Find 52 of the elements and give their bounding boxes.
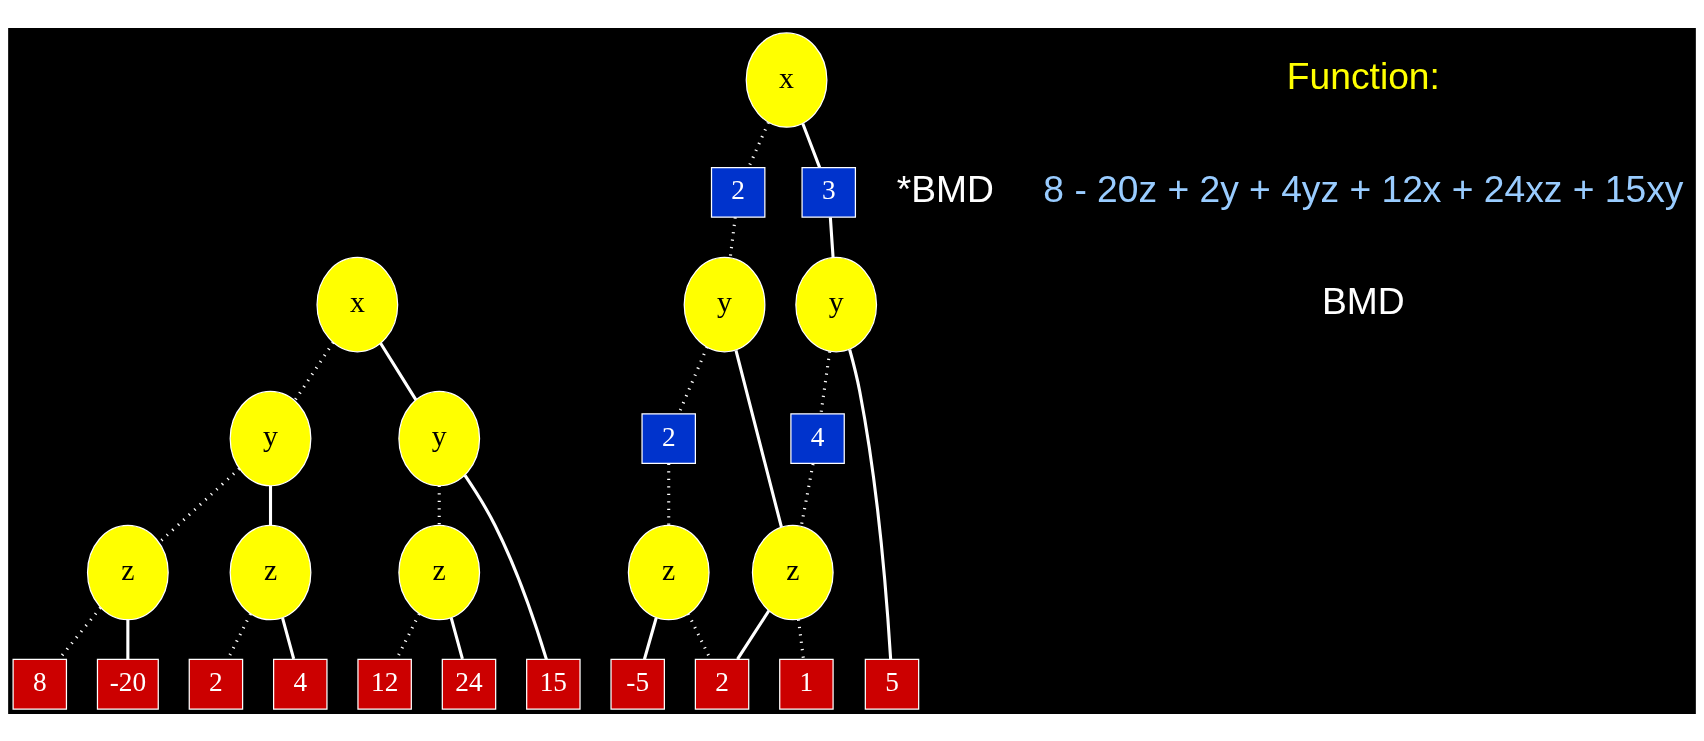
connector [819, 350, 832, 414]
connector [126, 619, 130, 659]
connector [728, 216, 737, 258]
node-ellipse: z [751, 524, 834, 620]
node-box: 8 [12, 658, 68, 710]
connector [642, 616, 658, 660]
connector [268, 485, 273, 525]
node-box: 4 [273, 658, 328, 710]
connector [677, 346, 709, 414]
label: Function: [1286, 54, 1440, 97]
label: BMD [1322, 279, 1405, 322]
node-box: 5 [864, 658, 920, 710]
connector [158, 467, 241, 544]
node-box: -20 [96, 658, 159, 710]
node-box: 15 [526, 658, 581, 710]
connector [848, 348, 893, 659]
connector [463, 474, 548, 660]
node-box: 2 [188, 658, 244, 710]
connector [801, 122, 822, 168]
node-ellipse: z [86, 524, 169, 620]
connector [667, 463, 671, 525]
connector [281, 617, 296, 659]
node-box: 3 [801, 166, 857, 218]
node-ellipse: y [398, 390, 481, 486]
connector [449, 617, 464, 659]
node-box: 2 [641, 412, 696, 464]
node-ellipse: z [627, 524, 710, 620]
connector [799, 463, 815, 526]
node-ellipse: z [398, 524, 481, 620]
connector [734, 349, 783, 528]
connector [293, 341, 335, 401]
node-ellipse: x [745, 31, 828, 128]
node-box: 2 [710, 166, 766, 218]
node-ellipse: x [316, 256, 399, 352]
node-box: -5 [610, 658, 665, 710]
node-box: 24 [441, 658, 497, 710]
connector [437, 485, 441, 525]
connector [379, 341, 418, 401]
connector [796, 618, 805, 659]
node-ellipse: y [683, 256, 766, 352]
node-box: 4 [790, 412, 845, 464]
node-box: 1 [779, 658, 834, 710]
connector [828, 216, 835, 258]
node-ellipse: y [795, 256, 878, 352]
label: 8 - 20z + 2y + 4yz + 12x + 24xz + 15xy [1043, 167, 1684, 210]
connector [747, 121, 770, 168]
node-box: 12 [357, 658, 412, 710]
node-box: 2 [694, 658, 750, 710]
node-ellipse: y [229, 390, 312, 486]
node-ellipse: z [229, 524, 312, 620]
label: *BMD [896, 167, 994, 210]
connector [736, 609, 771, 660]
